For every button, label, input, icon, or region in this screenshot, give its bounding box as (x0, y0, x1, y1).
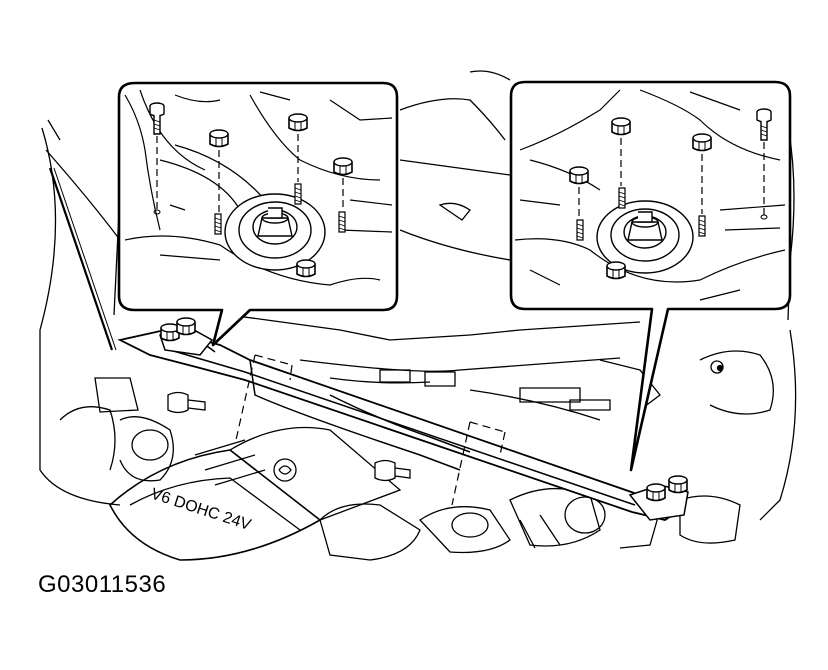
nut-icon (296, 259, 316, 278)
right-callout (511, 82, 790, 470)
left-callout-dashes (157, 134, 343, 212)
nut-icon (288, 113, 308, 132)
left-callout (119, 83, 397, 345)
figure-id-label: G03011536 (38, 571, 167, 598)
stud-icon (576, 219, 584, 241)
right-strut-mount (597, 201, 693, 273)
left-callout-linework (125, 90, 392, 285)
nut-icon (611, 117, 631, 136)
nut-icon (606, 261, 626, 280)
stud-icon (214, 213, 222, 235)
nut-icon (569, 166, 589, 185)
nut-icon (209, 129, 229, 148)
indicator-lines (236, 355, 505, 505)
stud-icon (338, 211, 346, 233)
right-callout-dashes (579, 138, 764, 218)
left-strut-mount (225, 194, 325, 270)
stud-icon (698, 215, 706, 237)
right-callout-linework (515, 90, 785, 300)
nut-icon (692, 133, 712, 152)
stud-icon (618, 187, 626, 209)
cowl-panel (120, 317, 688, 520)
engine-cover-text: V6 DOHC 24V (149, 486, 254, 534)
stud-icon (294, 183, 302, 205)
nut-icon (333, 157, 353, 176)
